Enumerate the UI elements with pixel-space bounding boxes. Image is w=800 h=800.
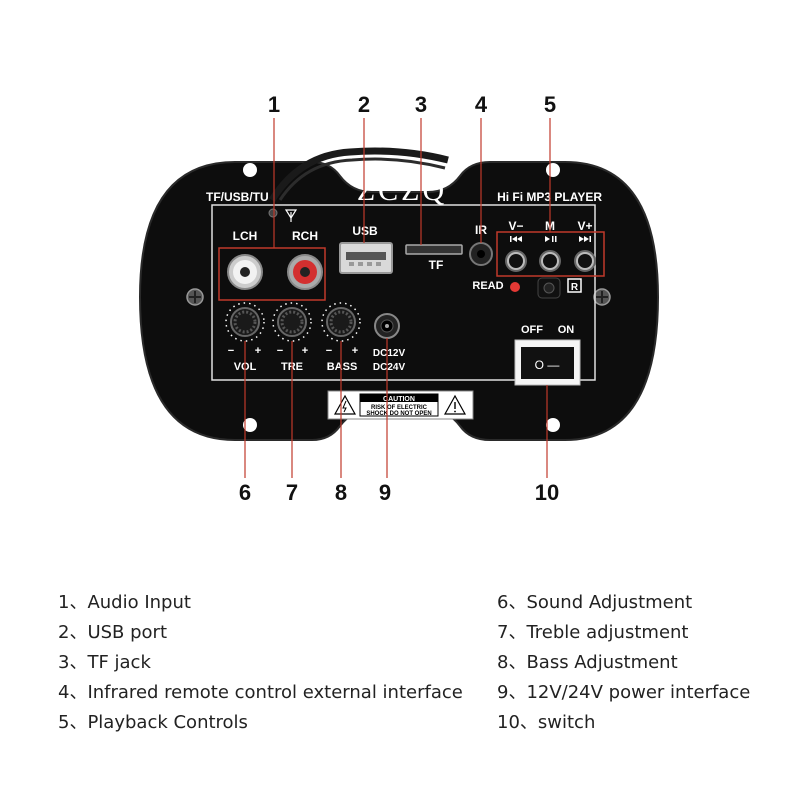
knob-volume [225,302,265,342]
v-minus-label: V− [508,219,523,233]
ir-receiver [537,277,561,299]
button-v-plus [574,250,596,272]
callout-1: 1 [268,92,280,117]
switch-marks: O — [535,358,560,372]
mount-hole-bottom-right [546,418,560,432]
svg-text:−: − [277,345,283,357]
brand-logo: ZCZQ [357,174,447,207]
legend-item: 9、12V/24V power interface [497,682,751,703]
callout-9: 9 [379,480,391,505]
usb-label: USB [352,224,378,238]
legend-item: 2、USB port [58,622,168,643]
previous-icon [510,236,522,242]
legend-item: 8、Bass Adjustment [497,652,678,673]
legend-item: 4、Infrared remote control external inter… [58,682,463,703]
rca-right-jack [287,254,323,290]
v-plus-label: V+ [577,219,592,233]
lightning-warning-icon [333,394,357,415]
callout-2: 2 [358,92,370,117]
wire-exit-hole [268,208,278,218]
callout-7: 7 [286,480,298,505]
legend-right-column: 6、Sound Adjustment 7、Treble adjustment 8… [497,588,750,738]
caution-line-2: SHOCK DO NOT OPEN [366,411,431,417]
svg-text:−: − [326,345,332,357]
rca-highlight-box [218,247,326,301]
svg-text:−: − [228,345,234,357]
knob-bass [321,302,361,342]
callout-4: 4 [475,92,488,117]
button-v-minus [505,250,527,272]
callout-8: 8 [335,480,347,505]
on-label: ON [558,324,575,336]
legend-item: 5、Playback Controls [58,712,248,733]
legend-item: 3、TF jack [58,652,151,673]
wire-bundle [269,147,449,202]
callout-10: 10 [535,480,559,505]
play-pause-icon [545,236,557,242]
callout-5: 5 [544,92,556,117]
tf-label: TF [429,258,444,272]
legend-item: 10、switch [497,712,596,733]
exclamation-warning-icon [443,394,467,415]
read-label: READ [472,280,503,292]
svg-text:+: + [255,345,261,357]
caution-sticker [327,390,474,420]
dc24v-label: DC24V [373,362,406,373]
caution-title: CAUTION [383,396,415,403]
amplifier-board-diagram: TF/USB/TU ZCZQ Hi Fi MP3 PLAYER LCH RCH … [138,92,660,505]
legend-item: 1、Audio Input [58,592,191,613]
panel-top-left-label: TF/USB/TU [206,190,269,204]
callout-lines [244,118,551,478]
read-led [510,282,520,292]
dc-power-jack [374,313,400,339]
legend-item: 7、Treble adjustment [497,622,689,643]
ir-jack [469,242,493,266]
rch-label: RCH [292,229,318,243]
power-switch [514,339,581,386]
next-icon [579,236,591,242]
r-badge [567,278,582,293]
svg-text:+: + [302,345,308,357]
legend-left-column: 1、Audio Input 2、USB port 3、TF jack 4、Inf… [58,588,463,738]
inner-frame [211,204,596,381]
bass-label: BASS [327,361,358,373]
dc12v-label: DC12V [373,348,406,359]
button-m [539,250,561,272]
screw-right-icon [593,288,611,306]
r-label: R [571,282,579,293]
lch-label: LCH [233,229,258,243]
mount-hole-top-left [243,163,257,177]
antenna-icon [284,209,298,222]
callout-3: 3 [415,92,427,117]
svg-text:+: + [352,345,358,357]
mount-hole-bottom-left [243,418,257,432]
off-label: OFF [521,324,543,336]
screw-left-icon [186,288,204,306]
rca-left-jack [227,254,263,290]
legend-item: 6、Sound Adjustment [497,592,693,613]
callout-6: 6 [239,480,251,505]
tf-slot [405,244,463,255]
mount-hole-top-right [546,163,560,177]
knob-treble [272,302,312,342]
caution-line-1: RISK OF ELECTRIC [371,405,428,411]
